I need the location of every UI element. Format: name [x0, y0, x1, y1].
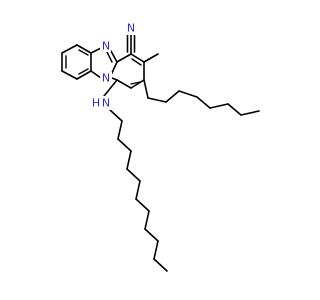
bond — [117, 120, 123, 140]
double-bond — [130, 81, 141, 85]
bond — [144, 210, 150, 230]
bond — [130, 79, 145, 89]
bond — [103, 79, 118, 97]
bond — [147, 97, 167, 103]
bond — [240, 110, 260, 116]
bond — [116, 79, 132, 89]
double-bond — [106, 51, 113, 63]
imidazole-nitrogen-label: N — [102, 40, 110, 53]
amine-nitrogen-label: N — [102, 97, 110, 110]
bond — [153, 258, 168, 272]
bond — [153, 240, 159, 260]
bond — [76, 44, 92, 54]
bond — [116, 53, 132, 63]
bond — [144, 228, 159, 242]
bond — [130, 53, 145, 63]
bond — [61, 70, 78, 80]
bond — [117, 138, 132, 152]
amine-hydrogen-label: H — [92, 97, 100, 110]
bond — [196, 96, 211, 109]
double-bond-inner — [78, 68, 89, 75]
bond — [61, 44, 78, 54]
bond — [143, 79, 149, 99]
bond — [135, 180, 141, 200]
double-bond-inner — [78, 49, 89, 56]
undecyl-amine-chain — [103, 79, 168, 272]
atom-labels: N N N H N — [92, 22, 137, 110]
bond — [90, 70, 102, 79]
bond — [110, 50, 118, 63]
bond — [178, 90, 198, 98]
bond — [76, 70, 92, 80]
nitrile-nitrogen-label: N — [127, 22, 135, 35]
bond — [209, 103, 229, 109]
double-bond — [131, 58, 142, 66]
octyl-chain — [143, 79, 260, 116]
benzene-ring — [61, 44, 92, 80]
bond — [165, 90, 180, 103]
bond — [135, 198, 150, 212]
bond — [109, 109, 123, 122]
bond — [227, 103, 242, 116]
pyridine-ring — [111, 53, 145, 89]
bridgehead-nitrogen-label: N — [102, 72, 110, 85]
nitrile-group — [126, 33, 136, 55]
molecule-structure-drawing: N N N H N — [61, 22, 260, 272]
methyl-bond — [143, 53, 159, 63]
bond — [126, 168, 141, 182]
bond — [111, 77, 118, 81]
bond — [126, 150, 132, 170]
